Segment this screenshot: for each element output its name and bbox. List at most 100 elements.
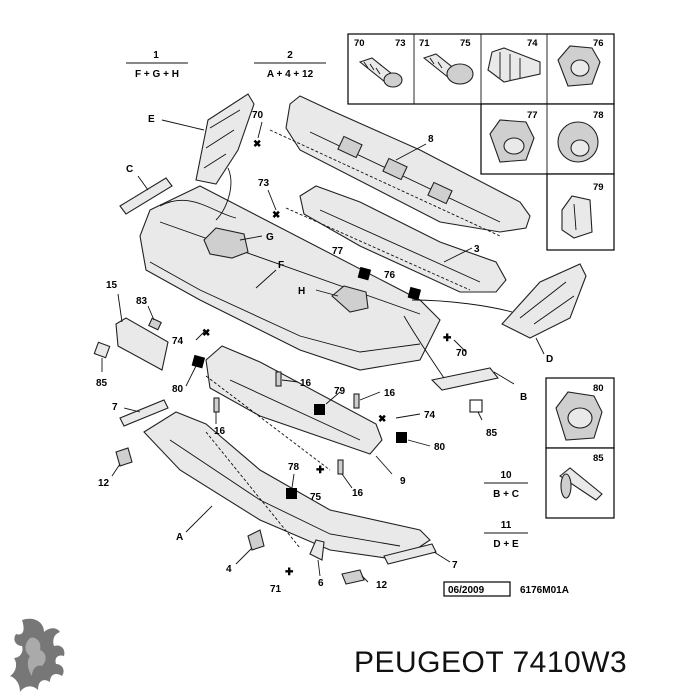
callout-77: 77	[332, 246, 344, 257]
callout-79: 79	[334, 386, 346, 397]
side-panel: 80 85	[545, 377, 615, 519]
callout-D: D	[546, 354, 553, 365]
bracket-E	[195, 93, 255, 185]
clip-6	[309, 539, 325, 561]
panel-label-71: 71	[419, 38, 430, 49]
peugeot-lion-logo	[10, 618, 65, 692]
callout-A: A	[176, 532, 183, 543]
panel-label-70: 70	[354, 38, 365, 49]
clip-79-icon	[561, 195, 593, 239]
group-1-label: 1 F + G + H	[126, 50, 188, 80]
clip-16-c	[353, 393, 360, 409]
nut-78-icon	[557, 121, 599, 163]
svg-text:✖: ✖	[202, 328, 210, 339]
panel-label-79: 79	[593, 182, 604, 193]
svg-text:✖: ✖	[272, 210, 280, 221]
callout-78: 78	[288, 462, 300, 473]
panel-label-78: 78	[593, 110, 604, 121]
rivet-85-icon	[559, 467, 603, 501]
callout-76: 76	[384, 270, 396, 281]
callout-75: 75	[310, 492, 322, 503]
callout-80-right: 80	[434, 442, 446, 453]
clip-85-left	[93, 341, 111, 359]
bracket-H	[331, 285, 369, 313]
svg-text:✚: ✚	[443, 333, 452, 344]
svg-text:✖: ✖	[253, 139, 261, 150]
svg-text:✚: ✚	[316, 465, 325, 476]
group-2-formula: A + 4 + 12	[267, 69, 314, 80]
screw-71-icon	[422, 53, 474, 85]
strip-C	[119, 177, 173, 215]
group-11-number: 11	[501, 520, 512, 531]
clip-16-b	[213, 397, 220, 413]
diffuser-A	[143, 411, 431, 561]
callout-85-left: 85	[96, 378, 108, 389]
screw-70-icon	[358, 57, 403, 88]
callout-E: E	[148, 114, 155, 125]
callout-B: B	[520, 392, 527, 403]
nut-76-icon	[557, 45, 601, 87]
strip-7-left	[119, 399, 169, 427]
callout-71: 71	[270, 584, 282, 595]
callout-80-left: 80	[172, 384, 184, 395]
callout-70-top: 70	[252, 110, 264, 121]
panel-label-75: 75	[460, 38, 471, 49]
callout-8: 8	[428, 134, 434, 145]
clip-74-icon	[487, 47, 541, 83]
beam-3	[299, 185, 507, 293]
plate-15	[115, 317, 169, 371]
side-label-85: 85	[593, 453, 604, 464]
clip-16-d	[337, 459, 344, 475]
group-1-number: 1	[153, 50, 159, 61]
clip-4	[247, 529, 265, 551]
fastener-panel: 70 73 71 75 74 76 77 78 79	[347, 33, 615, 251]
nut-80-icon	[555, 391, 603, 441]
callout-16-b: 16	[214, 426, 226, 437]
callout-G: G	[266, 232, 274, 243]
side-label-80: 80	[593, 383, 604, 394]
callout-3: 3	[474, 244, 480, 255]
panel-label-77: 77	[527, 110, 538, 121]
callout-C: C	[126, 164, 133, 175]
date-box	[443, 581, 511, 597]
markers: ✖ ✖ ✖ ✖ ✚ ✚ ✚	[191, 139, 483, 578]
bracket-D	[501, 263, 587, 339]
group-2-number: 2	[287, 50, 293, 61]
callout-7-left: 7	[112, 402, 118, 413]
group-2-label: 2 A + 4 + 12	[254, 50, 326, 80]
callout-H: H	[298, 286, 305, 297]
group-1-formula: F + G + H	[135, 69, 179, 80]
clip-83	[148, 317, 162, 331]
group-10-number: 10	[500, 470, 512, 481]
bracket-G	[203, 227, 249, 259]
callout-16-c: 16	[384, 388, 396, 399]
callout-4: 4	[226, 564, 232, 575]
callout-74-left: 74	[172, 336, 184, 347]
callout-15: 15	[106, 280, 118, 291]
reinforcement-9	[205, 345, 383, 455]
callout-6: 6	[318, 578, 324, 589]
leader-lines	[101, 119, 545, 583]
panel-label-74: 74	[527, 38, 538, 49]
svg-text:✚: ✚	[285, 567, 294, 578]
callout-12-left: 12	[98, 478, 110, 489]
nut-77-icon	[489, 119, 535, 163]
strip-7-right	[383, 543, 437, 565]
callout-7-right: 7	[452, 560, 458, 571]
group-10-label: 10 B + C	[484, 470, 528, 500]
group-10-formula: B + C	[493, 489, 519, 500]
part-number-title: PEUGEOT 7410W3	[354, 646, 628, 679]
callout-16-a: 16	[300, 378, 312, 389]
callout-70-right: 70	[456, 348, 468, 359]
bracket-B	[430, 367, 499, 391]
callout-85-right: 85	[486, 428, 498, 439]
svg-text:✖: ✖	[378, 414, 386, 425]
panel-label-73: 73	[395, 38, 406, 49]
absorber-8	[285, 95, 531, 233]
diagram-date: 06/2009	[448, 585, 485, 596]
group-11-label: 11 D + E	[484, 520, 528, 550]
clip-12-right	[341, 569, 365, 585]
callout-12-right: 12	[376, 580, 388, 591]
group-11-formula: D + E	[493, 539, 519, 550]
